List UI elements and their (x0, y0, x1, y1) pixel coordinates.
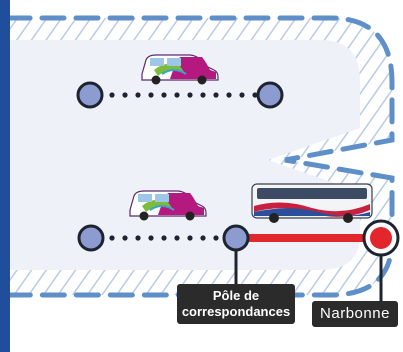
hub-label: Pôle de correspondances (177, 284, 295, 324)
hub-label-line1: Pôle de (212, 288, 260, 303)
stop-icon (76, 81, 104, 109)
top-route-dots (109, 92, 258, 98)
terminus-marker-icon (362, 219, 400, 257)
minivan-icon (129, 190, 207, 221)
destination-label: Narbonne (312, 301, 398, 327)
bottom-route (77, 219, 400, 302)
stop-icon (77, 224, 105, 252)
zone-dashed-border (5, 15, 395, 298)
coach-bus-icon (251, 183, 373, 223)
hub-stop-icon (222, 224, 250, 252)
top-route (76, 81, 284, 109)
left-accent-bar (0, 0, 10, 352)
minivan-icon (141, 54, 219, 85)
bottom-route-dots (109, 235, 219, 241)
hub-label-line2: correspondances (181, 304, 291, 319)
stop-icon (256, 81, 284, 109)
